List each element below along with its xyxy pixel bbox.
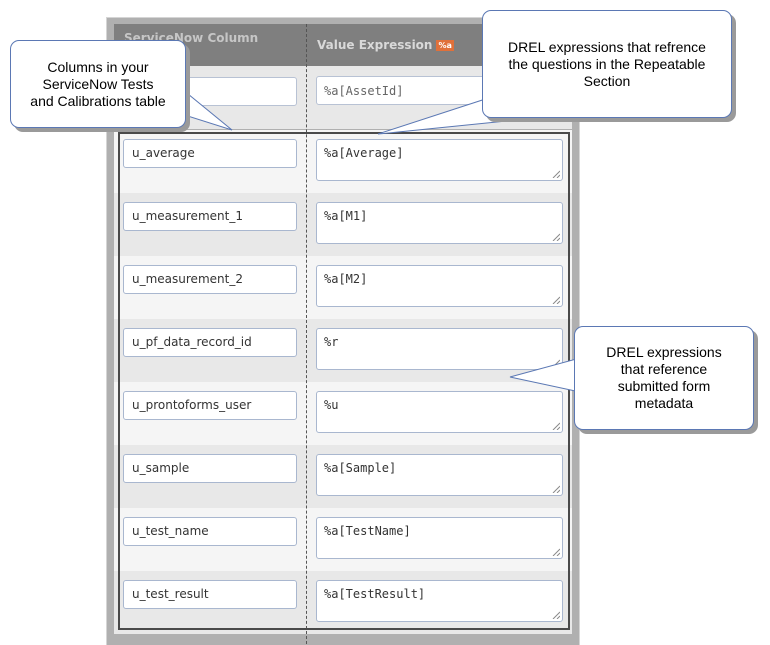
column-name-input[interactable]: u_measurement_2 bbox=[123, 265, 297, 294]
callout-repeatable-line: DREL expressions that refrence bbox=[508, 38, 706, 55]
column-name-input[interactable]: u_average bbox=[123, 139, 297, 168]
callout-metadata: DREL expressions that reference submitte… bbox=[574, 326, 754, 430]
header-value-expression: Value Expression%a bbox=[317, 38, 454, 52]
value-expression-text: %a[Sample] bbox=[324, 461, 397, 475]
callout-columns-line: and Calibrations table bbox=[30, 92, 166, 109]
resize-grip-icon[interactable] bbox=[552, 611, 560, 619]
value-expression-field[interactable]: %a[TestName] bbox=[316, 517, 563, 559]
value-expression-field[interactable]: %a[Average] bbox=[316, 139, 563, 181]
column-name-input[interactable]: u_measurement_1 bbox=[123, 202, 297, 231]
resize-grip-icon[interactable] bbox=[552, 422, 560, 430]
value-expression-text: %a[Average] bbox=[324, 146, 404, 160]
value-expression-field[interactable]: %a[TestResult] bbox=[316, 580, 563, 622]
value-expression-text: %u bbox=[324, 398, 339, 412]
callout-repeatable-line: the questions in the Repeatable bbox=[508, 55, 706, 72]
value-expression-text: %a[TestName] bbox=[324, 524, 411, 538]
value-expression-field[interactable]: %a[M2] bbox=[316, 265, 563, 307]
column-name-input[interactable]: u_test_name bbox=[123, 517, 297, 546]
column-divider bbox=[306, 24, 307, 644]
resize-grip-icon[interactable] bbox=[552, 233, 560, 241]
header-value-expression-label: Value Expression bbox=[317, 38, 433, 52]
value-expression-text: %a[M2] bbox=[324, 272, 368, 286]
value-expression-field[interactable]: %a[M1] bbox=[316, 202, 563, 244]
callout-repeatable: DREL expressions that refrence the quest… bbox=[482, 10, 732, 118]
value-expression-text: %a[M1] bbox=[324, 209, 368, 223]
expression-badge-icon: %a bbox=[436, 40, 454, 51]
callout-metadata-pointer bbox=[509, 357, 581, 393]
callout-metadata-line: that reference bbox=[620, 361, 708, 377]
value-expression-text: %a[TestResult] bbox=[324, 587, 426, 601]
resize-grip-icon[interactable] bbox=[552, 296, 560, 304]
column-name-input[interactable]: u_prontoforms_user bbox=[123, 391, 297, 420]
resize-grip-icon[interactable] bbox=[552, 485, 560, 493]
callout-metadata-line: submitted form bbox=[617, 378, 711, 394]
value-expression-field[interactable]: %r bbox=[316, 328, 563, 370]
value-expression-text: %r bbox=[324, 335, 339, 349]
value-expression-field[interactable]: %u bbox=[316, 391, 563, 433]
column-name-input[interactable]: u_sample bbox=[123, 454, 297, 483]
callout-columns-line: Columns in your bbox=[47, 58, 149, 75]
column-name-input[interactable]: u_test_result bbox=[123, 580, 297, 609]
callout-repeatable-line: Section bbox=[583, 72, 631, 89]
callout-columns-line: ServiceNow Tests bbox=[42, 75, 154, 92]
callout-columns: Columns in your ServiceNow Tests and Cal… bbox=[10, 40, 186, 128]
callout-metadata-line: DREL expressions bbox=[606, 344, 722, 360]
callout-metadata-line: metadata bbox=[634, 395, 694, 411]
column-name-input[interactable]: u_pf_data_record_id bbox=[123, 328, 297, 357]
resize-grip-icon[interactable] bbox=[552, 170, 560, 178]
resize-grip-icon[interactable] bbox=[552, 548, 560, 556]
value-expression-field[interactable]: %a[Sample] bbox=[316, 454, 563, 496]
